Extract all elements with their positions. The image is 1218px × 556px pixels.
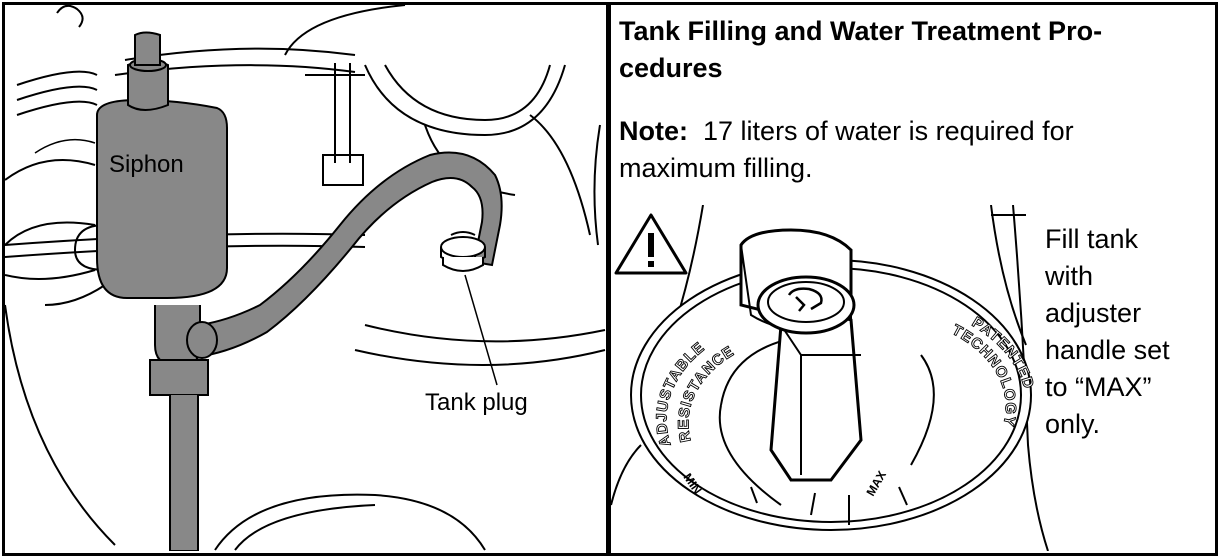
- fill-instruction-line: handle set: [1045, 335, 1170, 365]
- tank-plug-label: Tank plug: [425, 389, 528, 416]
- fill-instruction-line: to “MAX”: [1045, 372, 1152, 402]
- fill-instruction-line: adjuster: [1045, 298, 1142, 328]
- siphon-illustration-panel: Siphon Tank plug: [5, 5, 606, 551]
- note-text-line-2: maximum filling.: [619, 153, 813, 183]
- note-label: Note:: [619, 116, 688, 146]
- siphon-label: Siphon: [109, 151, 184, 178]
- title-line-1: Tank Filling and Water Treatment Pro-: [619, 16, 1103, 46]
- fill-instruction: Fill tank with adjuster handle set to “M…: [1045, 221, 1210, 443]
- section-title: Tank Filling and Water Treatment Pro- ce…: [619, 13, 1204, 87]
- fill-instruction-line: only.: [1045, 409, 1101, 439]
- panel-divider: [606, 2, 611, 553]
- note-paragraph: Note: 17 liters of water is required for…: [619, 113, 1204, 187]
- siphon-illustration: Siphon Tank plug: [5, 5, 606, 551]
- note-text-line-1: 17 liters of water is required for: [703, 116, 1074, 146]
- fill-instruction-line: with: [1045, 261, 1094, 291]
- adjuster-dial-illustration: ADJUSTABLE RESISTANCE PATENTED TECHNOLOG…: [611, 205, 1049, 551]
- warning-triangle-icon: [614, 213, 688, 275]
- fill-instruction-line: Fill tank: [1045, 224, 1139, 254]
- procedure-panel: Tank Filling and Water Treatment Pro- ce…: [611, 5, 1213, 551]
- title-line-2: cedures: [619, 53, 723, 83]
